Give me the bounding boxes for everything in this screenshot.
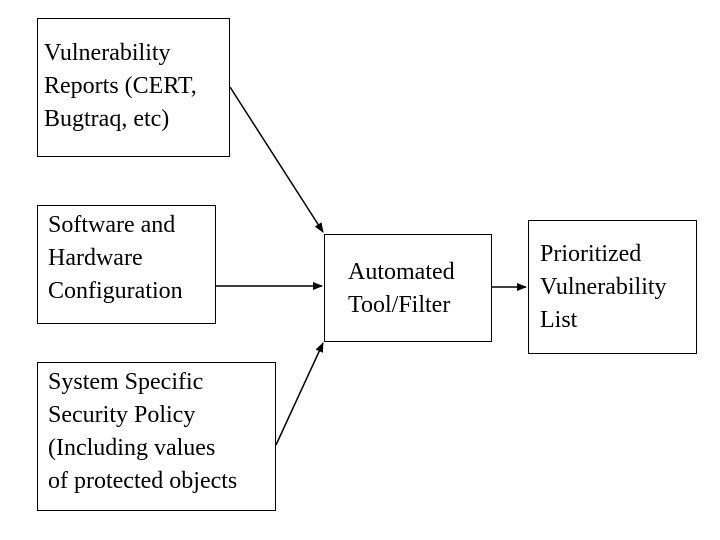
configuration-text: Software and Hardware Configuration [48,209,183,308]
box-line: Configuration [48,278,183,304]
box-line: of protected objects [48,468,238,494]
vulnerability-reports-box: Vulnerability Reports (CERT, Bugtraq, et… [37,18,230,157]
box-line: Bugtraq, etc) [44,106,170,132]
box-line: System Specific [48,369,204,395]
box-line: Vulnerability [540,274,667,300]
box-line: Prioritized [540,241,642,267]
box-line: List [540,307,578,333]
security-policy-text: System Specific Security Policy (Includi… [48,366,237,498]
arrow-reports-to-tool [229,86,324,233]
prioritized-list-text: Prioritized Vulnerability List [540,238,667,337]
box-line: Hardware [48,245,143,271]
box-line: Tool/Filter [348,292,451,318]
box-line: Security Policy [48,402,196,428]
box-line: Reports (CERT, [44,73,197,99]
arrow-policy-to-tool [275,342,324,446]
box-line: Vulnerability [44,40,171,66]
box-line: (Including values [48,435,216,461]
box-line: Automated [348,259,455,285]
automated-tool-box: Automated Tool/Filter [324,234,492,342]
vulnerability-reports-text: Vulnerability Reports (CERT, Bugtraq, et… [44,37,197,136]
automated-tool-text: Automated Tool/Filter [348,256,455,322]
box-line: Software and [48,212,176,238]
prioritized-list-box: Prioritized Vulnerability List [528,220,697,354]
configuration-box: Software and Hardware Configuration [37,205,216,324]
security-policy-box: System Specific Security Policy (Includi… [37,362,276,511]
